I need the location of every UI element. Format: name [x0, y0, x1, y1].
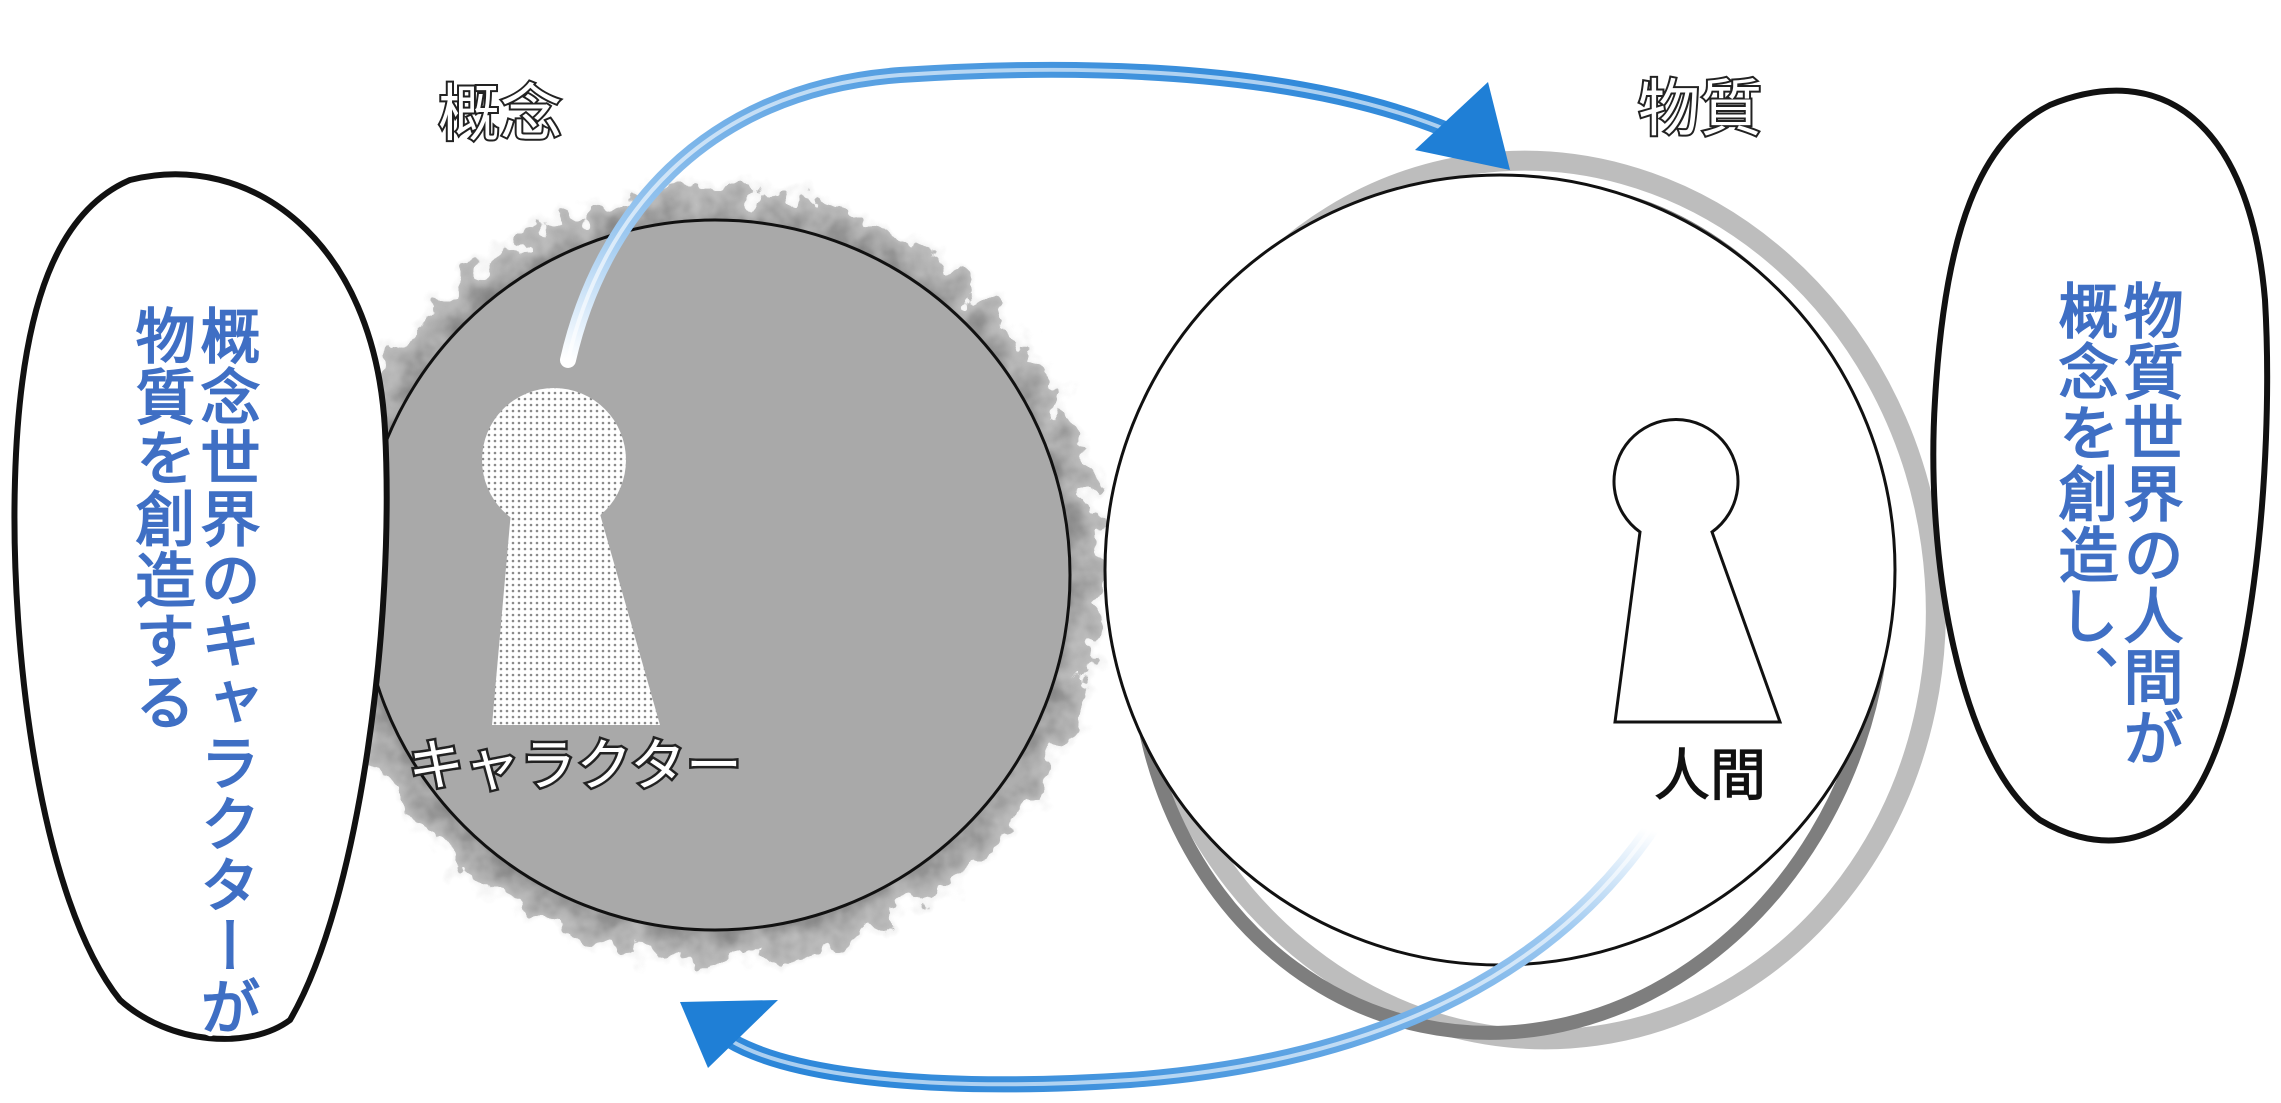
left-bubble-line-2: 物質を創造する	[125, 305, 195, 732]
matter-circle	[1105, 175, 1895, 965]
right-bubble-line-2: 概念を創造し、	[2048, 280, 2118, 707]
matter-keyhole-label: 人間	[1654, 744, 1766, 809]
right-bubble-text: 物質世界の人間が 概念を創造し、	[2048, 280, 2183, 768]
left-bubble-line-1: 概念世界のキャラクターが	[190, 305, 260, 1037]
matter-title: 物質	[1638, 72, 1762, 145]
concept-circle-group: キャラクター 概念	[320, 77, 1110, 970]
concept-circle	[360, 220, 1070, 930]
concept-title: 概念	[438, 77, 562, 150]
concept-keyhole-label: キャラクター	[408, 734, 742, 799]
right-bubble-line-1: 物質世界の人間が	[2113, 280, 2183, 768]
